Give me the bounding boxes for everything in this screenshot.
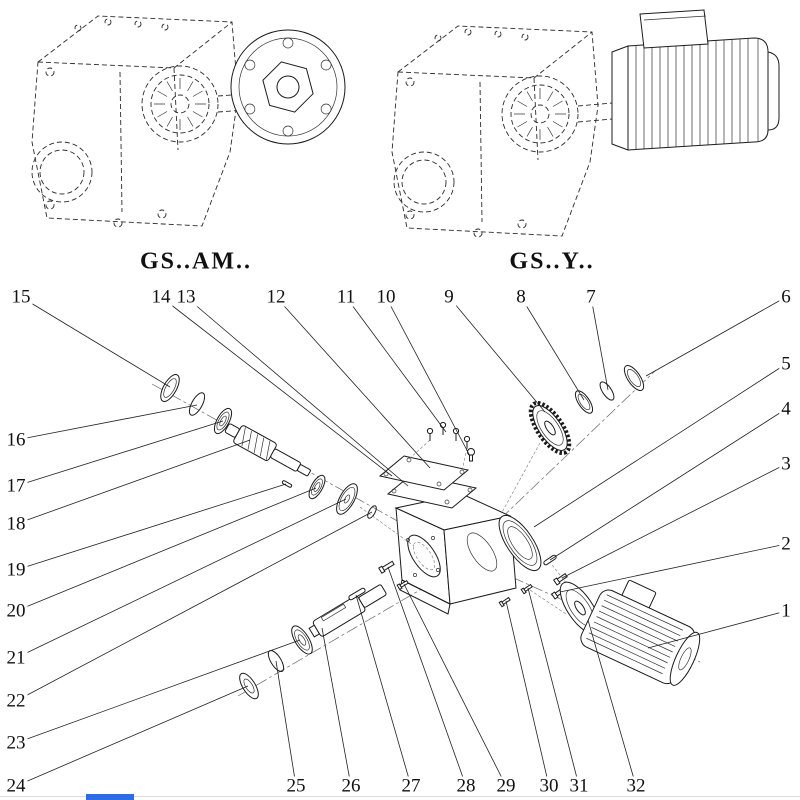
part-number-27: 27 xyxy=(399,775,423,797)
part-number-9: 9 xyxy=(442,286,456,308)
washer-part-21 xyxy=(336,483,358,515)
part-number-18: 18 xyxy=(4,513,28,535)
part-number-6: 6 xyxy=(779,286,793,308)
part-number-16: 16 xyxy=(4,429,28,451)
ring-part-8 xyxy=(574,390,594,414)
part-number-23: 23 xyxy=(4,732,28,754)
motor-part-1 xyxy=(580,579,701,686)
pin-part-19 xyxy=(281,480,293,488)
bearing-part-6 xyxy=(623,364,645,392)
part-number-1: 1 xyxy=(779,600,793,622)
output-cover-part-5 xyxy=(498,514,542,572)
variant-label-gs-am: GS..AM.. xyxy=(140,248,252,275)
worm-shaft-part-18 xyxy=(224,423,311,477)
breather-plug-part-10 xyxy=(467,448,475,462)
part-number-25: 25 xyxy=(284,775,308,797)
part-number-12: 12 xyxy=(264,286,288,308)
bolt-part-28 xyxy=(378,560,395,574)
part-number-4: 4 xyxy=(779,398,793,420)
circlip-part-7 xyxy=(599,381,615,401)
part-number-11: 11 xyxy=(334,286,358,308)
part-number-20: 20 xyxy=(4,600,28,622)
output-shaft-part-26 xyxy=(308,584,387,638)
part-number-7: 7 xyxy=(584,286,598,308)
screw-part-31 xyxy=(520,583,533,595)
part-number-10: 10 xyxy=(374,286,398,308)
key-part-4 xyxy=(543,554,557,566)
part-number-3: 3 xyxy=(779,453,793,475)
part-number-13: 13 xyxy=(174,286,198,308)
part-number-14: 14 xyxy=(149,286,173,308)
gearbox-housing xyxy=(394,493,517,615)
part-number-28: 28 xyxy=(454,775,478,797)
part-number-17: 17 xyxy=(4,475,28,497)
bottom-divider xyxy=(0,796,800,797)
part-number-22: 22 xyxy=(4,690,28,712)
part-number-32: 32 xyxy=(624,775,648,797)
part-number-5: 5 xyxy=(779,353,793,375)
y-motor-drawing xyxy=(611,9,780,151)
part-number-2: 2 xyxy=(779,533,793,555)
washer-part-24 xyxy=(239,672,259,700)
part-number-30: 30 xyxy=(537,775,561,797)
gearbox-am-drawing xyxy=(31,15,259,228)
part-number-31: 31 xyxy=(567,775,591,797)
part-number-26: 26 xyxy=(339,775,363,797)
variant-label-gs-y: GS..Y.. xyxy=(509,248,595,275)
part-number-21: 21 xyxy=(4,647,28,669)
part-number-29: 29 xyxy=(494,775,518,797)
part-number-15: 15 xyxy=(9,286,33,308)
screw-part-29 xyxy=(396,580,409,591)
am-output-flange-drawing xyxy=(230,29,346,145)
ring-part-22 xyxy=(367,505,377,519)
bottom-blue-artifact xyxy=(86,794,134,800)
part-number-8: 8 xyxy=(514,286,528,308)
worm-wheel-part-9 xyxy=(528,400,572,456)
circlip-part-25 xyxy=(267,649,285,673)
gearbox-y-drawing xyxy=(391,25,613,238)
exploded-view-drawing xyxy=(151,364,701,700)
part-number-24: 24 xyxy=(4,775,28,797)
part-number-19: 19 xyxy=(4,559,28,581)
circlip-part-16 xyxy=(188,392,206,416)
screw-part-30 xyxy=(498,596,511,608)
bearing-part-20 xyxy=(308,474,326,500)
